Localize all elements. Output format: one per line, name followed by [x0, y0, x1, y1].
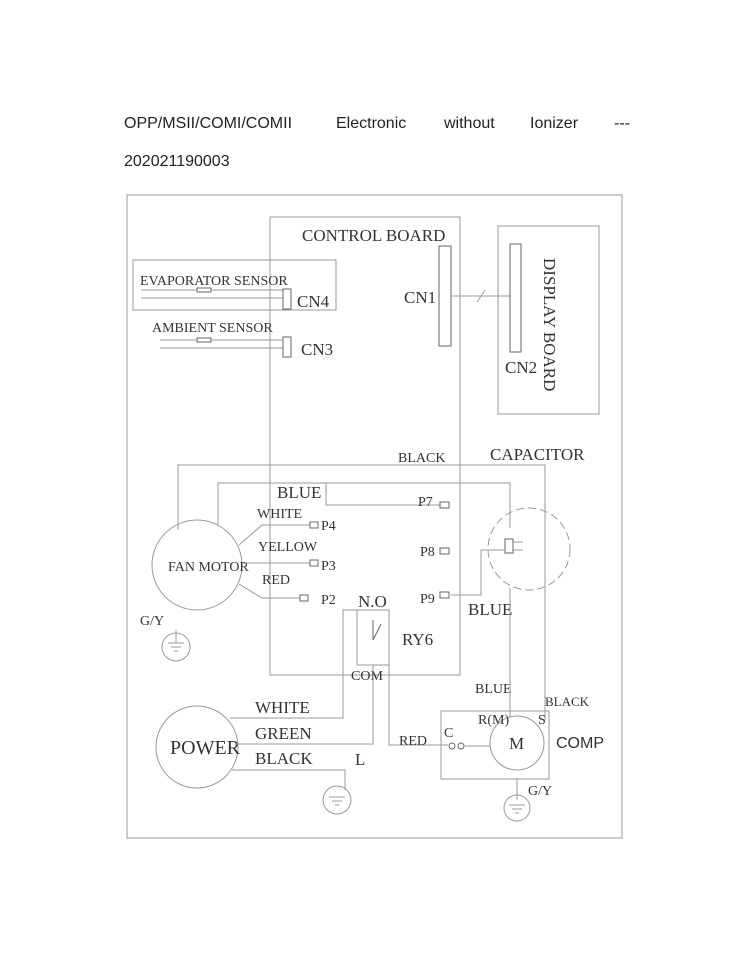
- fan-motor-label: FAN MOTOR: [168, 560, 249, 575]
- yellow-wire-label: YELLOW: [258, 540, 318, 555]
- black-comp-label: BLACK: [545, 694, 590, 709]
- header-word-dash: ---: [614, 115, 630, 132]
- white-wire: [238, 524, 310, 546]
- s-label: S: [538, 713, 546, 728]
- p8-terminal: [439, 547, 450, 555]
- black-wire-label: BLACK: [398, 451, 445, 466]
- p8-label: P8: [420, 545, 435, 560]
- evaporator-sensor-label: EVAPORATOR SENSOR: [140, 274, 288, 289]
- ambient-sensor-element: [196, 337, 212, 343]
- header-word-ionizer: Ionizer: [530, 115, 579, 132]
- l-label: L: [355, 750, 365, 769]
- cn2-label: CN2: [505, 358, 537, 377]
- cn4-label: CN4: [297, 292, 330, 311]
- red-wire-label: RED: [262, 573, 290, 588]
- gy-fan-label: G/Y: [140, 614, 164, 629]
- capacitor-symbol: [487, 507, 571, 591]
- power-symbol: [155, 705, 239, 789]
- cable-break-mark: [476, 289, 486, 303]
- r-m-label: R(M): [478, 713, 509, 728]
- p7-label: P7: [418, 495, 433, 510]
- header-word-type: Electronic: [336, 115, 407, 132]
- power-label: POWER: [170, 737, 241, 759]
- cn1-connector: [438, 245, 452, 347]
- comp-ground-icon: [503, 794, 531, 822]
- header-word-model: OPP/MSII/COMI/COMII: [124, 115, 293, 132]
- p2-label: P2: [321, 593, 336, 608]
- cn3-connector: [282, 336, 292, 358]
- control-board-box: [269, 216, 461, 676]
- white-power-label: WHITE: [255, 698, 310, 717]
- display-board-label: DISPLAY BOARD: [540, 258, 559, 391]
- blue-wire-label: BLUE: [277, 483, 321, 502]
- evaporator-sensor-box: [132, 259, 337, 311]
- capacitor-terminal: [504, 538, 514, 554]
- blue-p9-label: BLUE: [468, 600, 512, 619]
- p7-terminal: [439, 501, 450, 509]
- relay-switch: [372, 623, 382, 641]
- p4-label: P4: [321, 519, 336, 534]
- p9-terminal: [439, 591, 450, 599]
- cn2-connector: [509, 243, 522, 353]
- p3-terminal: [309, 559, 319, 567]
- cn3-label: CN3: [301, 340, 333, 359]
- gy-comp-label: G/Y: [528, 784, 552, 799]
- black-wire-top: [177, 464, 546, 720]
- capacitor-label: CAPACITOR: [490, 445, 585, 464]
- white-power-wire: [230, 609, 357, 719]
- ambient-sensor-label: AMBIENT SENSOR: [152, 321, 273, 336]
- overload-contact-1: [448, 742, 456, 750]
- blue-wire-p7: [217, 482, 511, 528]
- header-word-without: without: [444, 115, 495, 132]
- diagram-frame: [126, 194, 623, 839]
- white-wire-label: WHITE: [257, 507, 302, 522]
- header-line-1: OPP/MSII/COMI/COMII Electronic without I…: [124, 115, 632, 137]
- fan-motor-symbol: [151, 519, 243, 611]
- p4-terminal: [309, 521, 319, 529]
- green-power-wire: [236, 665, 374, 745]
- power-ground-icon: [322, 785, 352, 815]
- p3-label: P3: [321, 559, 336, 574]
- compressor-box: [440, 710, 550, 780]
- ry6-label: RY6: [402, 630, 433, 649]
- cn1-label: CN1: [404, 288, 436, 307]
- compressor-motor-symbol: [489, 715, 545, 771]
- black-power-label: BLACK: [255, 749, 313, 768]
- p9-label: P9: [420, 592, 435, 607]
- blue-wire-p9: [451, 549, 505, 596]
- overload-contact-2: [457, 742, 465, 750]
- cn4-connector: [282, 288, 292, 310]
- red-comp-wire: [388, 612, 448, 746]
- red-wire: [238, 583, 300, 599]
- m-label: M: [509, 734, 524, 753]
- header-line-2: 202021190003: [124, 153, 230, 170]
- green-power-label: GREEN: [255, 724, 312, 743]
- black-power-wire: [232, 769, 346, 790]
- com-label: COM: [351, 669, 383, 684]
- comp-label: COMP: [556, 735, 604, 752]
- c-label: C: [444, 726, 453, 741]
- control-board-label: CONTROL BOARD: [302, 226, 445, 245]
- blue-comp-label: BLUE: [475, 682, 512, 697]
- p2-terminal: [299, 594, 309, 602]
- no-label: N.O: [358, 592, 387, 611]
- red-comp-label: RED: [399, 734, 427, 749]
- display-board-box: [497, 225, 600, 415]
